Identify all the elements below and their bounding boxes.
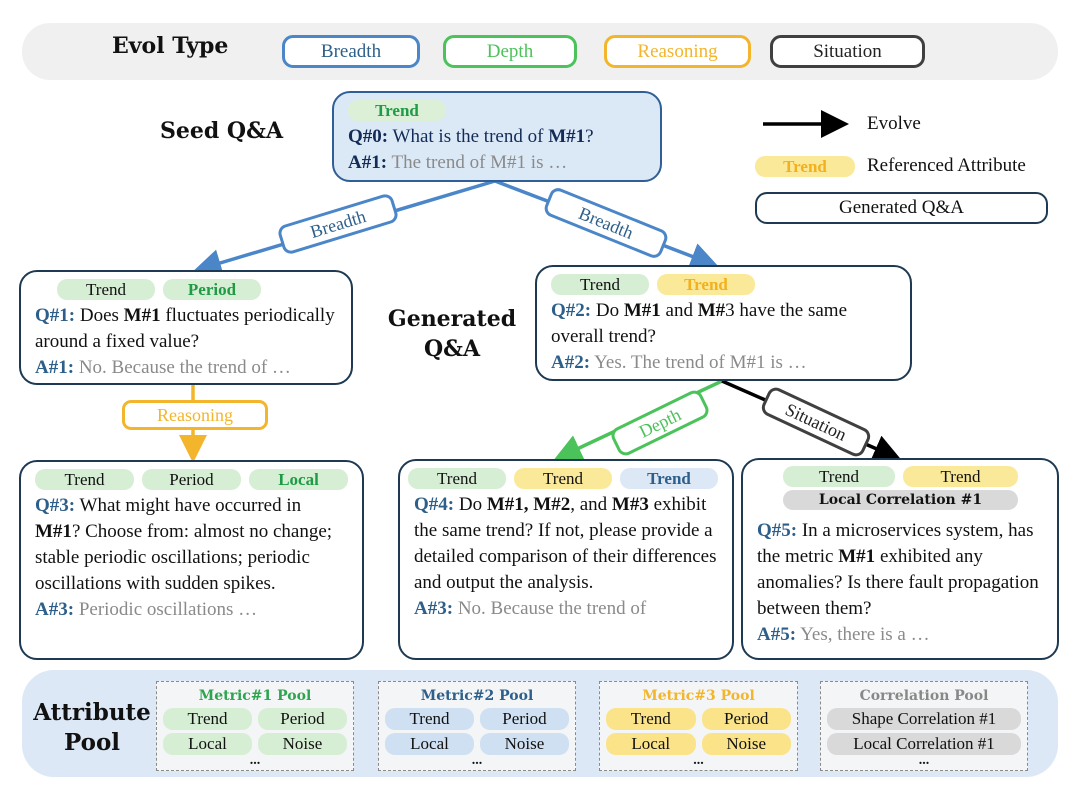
qa-box-q4: Trend Trend Trend Q#4: Do M#1, M#2, and …: [398, 459, 734, 660]
attribute-pool-title: Attribute Pool: [33, 699, 151, 756]
qa-box-q3: Trend Period Local Q#3: What might have …: [19, 460, 364, 660]
q3-tags: Trend Period Local: [35, 469, 348, 491]
generated-qa-label-line2: Q&A: [423, 336, 481, 362]
qa-box-q2: Trend Trend Q#2: Do M#1 and M#3 have the…: [535, 265, 912, 381]
pool-item: Period: [701, 708, 791, 730]
tag-trend: Trend: [551, 274, 649, 295]
pool-metric3: Metric#3 Pool Trend Period Local Noise .…: [599, 681, 798, 771]
pool-item: Trend: [163, 708, 252, 730]
pool-more: ...: [693, 753, 704, 768]
q3-question: Q#3: What might have occurred in M#1? Ch…: [35, 495, 333, 594]
pool-item: Shape Correlation #1: [827, 708, 1021, 730]
tag-trend: Trend: [408, 468, 506, 489]
tag-trend: Trend: [783, 466, 895, 487]
tag-trend: Trend: [348, 100, 446, 121]
q4-answer: A#3: No. Because the trend of: [414, 598, 647, 619]
tag-trend: Trend: [35, 469, 134, 490]
edge-label-reasoning: Reasoning: [122, 400, 268, 430]
seed-answer: A#1: The trend of M#1 is …: [348, 152, 568, 173]
tag-local: Local: [249, 469, 348, 490]
pool-title: Metric#1 Pool: [198, 688, 312, 704]
pool-item: Local: [163, 733, 252, 755]
tag-trend-metric3: Trend: [514, 468, 612, 489]
q2-question: Q#2: Do M#1 and M#3 have the same overal…: [551, 300, 848, 347]
evol-chip-depth: Depth: [443, 35, 577, 68]
pool-item: Local: [606, 733, 696, 755]
tag-trend-referenced: Trend: [657, 274, 755, 295]
pool-title: Metric#2 Pool: [420, 688, 534, 704]
q5-question: Q#5: In a microservices system, has the …: [757, 520, 1039, 619]
pool-correlation: Correlation Pool Shape Correlation #1 Lo…: [820, 681, 1028, 771]
legend-referenced-tag: Trend: [755, 156, 855, 177]
evol-type-title: Evol Type: [112, 33, 229, 59]
qa-box-q5: Trend Trend Local Correlation #1 Q#5: In…: [741, 458, 1059, 660]
evol-chip-situation: Situation: [770, 35, 925, 68]
pool-metric1: Metric#1 Pool Trend Period Local Noise .…: [156, 681, 354, 771]
generated-qa-label-line1: Generated: [387, 306, 517, 332]
q1-question: Q#1: Does M#1 fluctuates periodically ar…: [35, 305, 335, 352]
tag-trend: Trend: [57, 279, 155, 300]
pool-item: Trend: [606, 708, 696, 730]
pool-item: Period: [258, 708, 347, 730]
q2-answer: A#2: Yes. The trend of M#1 is …: [551, 352, 807, 373]
pool-item: Local Correlation #1: [827, 733, 1021, 755]
tag-trend-metric3: Trend: [903, 466, 1018, 487]
pool-more: ...: [918, 753, 930, 768]
q1-answer: A#1: No. Because the trend of …: [35, 357, 291, 378]
legend-referenced-label: Referenced Attribute: [867, 155, 1026, 176]
pool-more: ...: [471, 753, 483, 768]
tag-trend-metric2: Trend: [620, 468, 718, 489]
tag-period: Period: [142, 469, 241, 490]
pool-title: Metric#3 Pool: [642, 688, 755, 704]
pool-item: Noise: [258, 733, 347, 755]
tag-local-correlation: Local Correlation #1: [783, 490, 1018, 510]
pool-item: Local: [385, 733, 474, 755]
tag-period: Period: [163, 279, 261, 300]
q5-answer: A#5: Yes, there is a …: [757, 624, 930, 645]
evol-chip-reasoning: Reasoning: [604, 35, 751, 68]
seed-qa-label: Seed Q&A: [160, 118, 284, 144]
pool-item: Period: [480, 708, 569, 730]
q1-tags: Trend Period: [57, 279, 337, 301]
generated-qa-label: Generated Q&A: [382, 304, 522, 364]
q4-question: Q#4: Do M#1, M#2, and M#3 exhibit the sa…: [414, 494, 717, 593]
qa-box-q1: Trend Period Q#1: Does M#1 fluctuates pe…: [19, 270, 353, 385]
seed-qa-box: Trend Q#0: What is the trend of M#1? A#1…: [332, 91, 662, 182]
q5-tags: Trend Trend: [783, 466, 1043, 488]
pool-item: Trend: [385, 708, 474, 730]
legend-generated-box: Generated Q&A: [755, 192, 1048, 224]
legend-evolve-label: Evolve: [867, 113, 921, 134]
pool-item: Noise: [701, 733, 791, 755]
q2-tags: Trend Trend: [551, 274, 896, 296]
seed-question: Q#0: What is the trend of M#1?: [348, 126, 594, 147]
evol-chip-breadth: Breadth: [282, 35, 420, 68]
pool-metric2: Metric#2 Pool Trend Period Local Noise .…: [378, 681, 576, 771]
pool-more: ...: [249, 753, 261, 768]
seed-tags: Trend: [348, 100, 646, 122]
pool-item: Noise: [480, 733, 569, 755]
q4-tags: Trend Trend Trend: [408, 468, 718, 490]
pool-title: Correlation Pool: [859, 688, 989, 704]
q3-answer: A#3: Periodic oscillations …: [35, 599, 258, 620]
